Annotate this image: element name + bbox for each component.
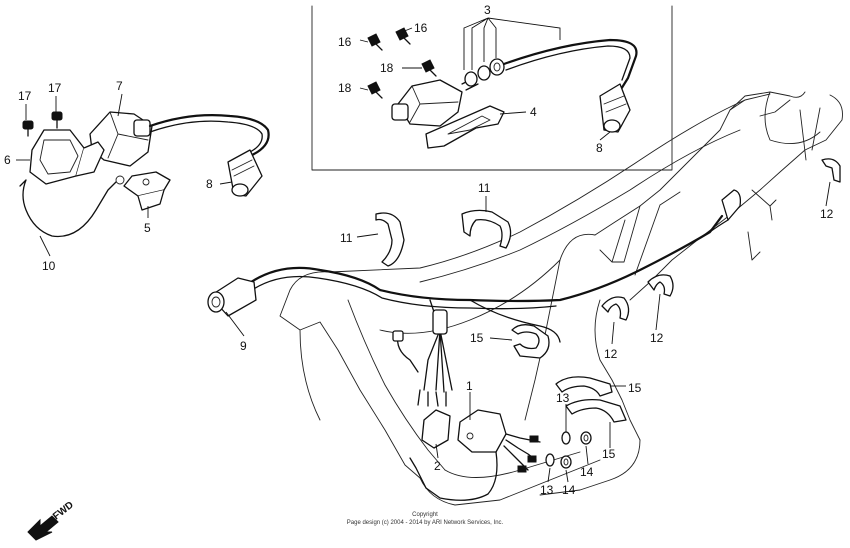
label-18-lower: 18 <box>338 81 352 95</box>
label-12-mid2: 12 <box>650 331 664 345</box>
label-8-inset: 8 <box>596 141 603 155</box>
label-12-mid: 12 <box>604 347 618 361</box>
frame <box>279 91 843 506</box>
label-12-right: 12 <box>820 207 834 221</box>
copyright-line2: Page design (c) 2004 - 2014 by ARI Netwo… <box>347 520 504 526</box>
label-15-left: 15 <box>470 331 484 345</box>
label-13-lower: 13 <box>540 483 554 497</box>
label-6: 6 <box>4 153 11 167</box>
label-17-left: 17 <box>18 89 32 103</box>
label-11-right: 11 <box>478 181 491 195</box>
inset-box <box>311 5 673 171</box>
fwd-arrow: FWD <box>27 500 76 541</box>
bolts-17 <box>22 111 63 137</box>
inset-coil-group <box>367 27 638 149</box>
label-18-upper: 18 <box>380 61 394 75</box>
label-14-lower: 14 <box>562 483 576 497</box>
clamps-15 <box>511 324 627 423</box>
label-1: 1 <box>466 379 473 393</box>
label-10: 10 <box>42 259 56 273</box>
label-9: 9 <box>240 339 247 353</box>
label-14-upper: 14 <box>580 465 594 479</box>
label-7: 7 <box>116 79 123 93</box>
washers-nuts <box>545 431 592 469</box>
leader-lines <box>16 17 831 483</box>
bracket-5 <box>123 171 171 211</box>
label-13-upper: 13 <box>556 391 570 405</box>
wire-harness <box>207 189 742 407</box>
ignition-coil <box>89 111 270 197</box>
label-2: 2 <box>434 459 441 473</box>
label-15-right: 15 <box>628 381 642 395</box>
label-16-right: 16 <box>414 21 428 35</box>
label-17-right: 17 <box>48 81 62 95</box>
label-11-left: 11 <box>340 231 353 245</box>
clamps-12 <box>601 158 841 321</box>
copyright: Copyright Page design (c) 2004 - 2014 by… <box>347 512 504 526</box>
ground-lead <box>19 175 125 238</box>
part-labels: 1 2 3 4 5 6 7 8 8 9 10 11 11 12 12 12 13… <box>4 3 834 497</box>
label-8-main: 8 <box>206 177 213 191</box>
coil-bracket <box>29 129 105 185</box>
copyright-line1: Copyright <box>412 512 438 518</box>
clamps-11 <box>375 209 512 267</box>
cover-2 <box>421 409 451 449</box>
fwd-label: FWD <box>51 500 76 523</box>
label-5: 5 <box>144 221 151 235</box>
label-16-left: 16 <box>338 35 352 49</box>
label-15-lower: 15 <box>602 447 616 461</box>
regulator <box>409 409 541 501</box>
label-4: 4 <box>530 105 537 119</box>
label-3: 3 <box>484 3 491 17</box>
